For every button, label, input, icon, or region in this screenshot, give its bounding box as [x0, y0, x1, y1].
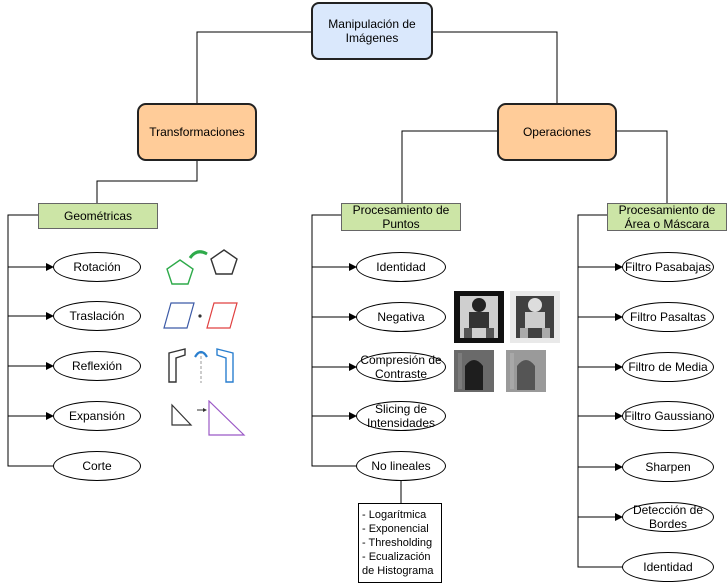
- area-item[interactable]: Filtro Gaussiano: [622, 401, 714, 431]
- reflection-icon: [168, 348, 234, 383]
- root-node[interactable]: Manipulación de Imágenes: [311, 2, 433, 60]
- area-item[interactable]: Filtro Pasaltas: [622, 302, 714, 332]
- negative-photo-icon: [454, 291, 560, 343]
- contrast-photo-icon: [454, 350, 546, 392]
- transformaciones-node[interactable]: Transformaciones: [137, 103, 257, 161]
- puntos-item[interactable]: Identidad: [356, 252, 446, 282]
- area-item[interactable]: Filtro de Media: [622, 352, 714, 382]
- area-item[interactable]: Filtro Pasabajas: [622, 252, 714, 282]
- geometricas-item[interactable]: Traslación: [53, 301, 141, 331]
- geometricas-item[interactable]: Reflexión: [53, 351, 141, 381]
- puntos-item[interactable]: Negativa: [356, 302, 446, 332]
- procesamiento-area-node[interactable]: Procesamiento de Área o Máscara: [607, 203, 727, 231]
- expansion-icon: [171, 400, 246, 436]
- puntos-item[interactable]: Slicing de Intensidades: [356, 401, 446, 431]
- rotation-icon: [166, 249, 238, 285]
- geometricas-node[interactable]: Geométricas: [38, 203, 158, 229]
- procesamiento-puntos-node[interactable]: Procesamiento de Puntos: [341, 203, 461, 231]
- area-item[interactable]: Detección de Bordes: [622, 502, 714, 532]
- operaciones-node[interactable]: Operaciones: [497, 103, 617, 161]
- puntos-item[interactable]: No lineales: [356, 451, 446, 481]
- puntos-item[interactable]: Compresión de Contraste: [356, 352, 446, 382]
- no-lineales-list: - Logarítmica - Exponencial - Thresholdi…: [358, 503, 442, 583]
- area-item[interactable]: Sharpen: [622, 452, 714, 482]
- area-item[interactable]: Identidad: [622, 552, 714, 582]
- geometricas-item[interactable]: Corte: [53, 451, 141, 481]
- geometricas-item[interactable]: Rotación: [53, 252, 141, 282]
- translation-icon: [163, 302, 238, 329]
- geometricas-item[interactable]: Expansión: [53, 401, 141, 431]
